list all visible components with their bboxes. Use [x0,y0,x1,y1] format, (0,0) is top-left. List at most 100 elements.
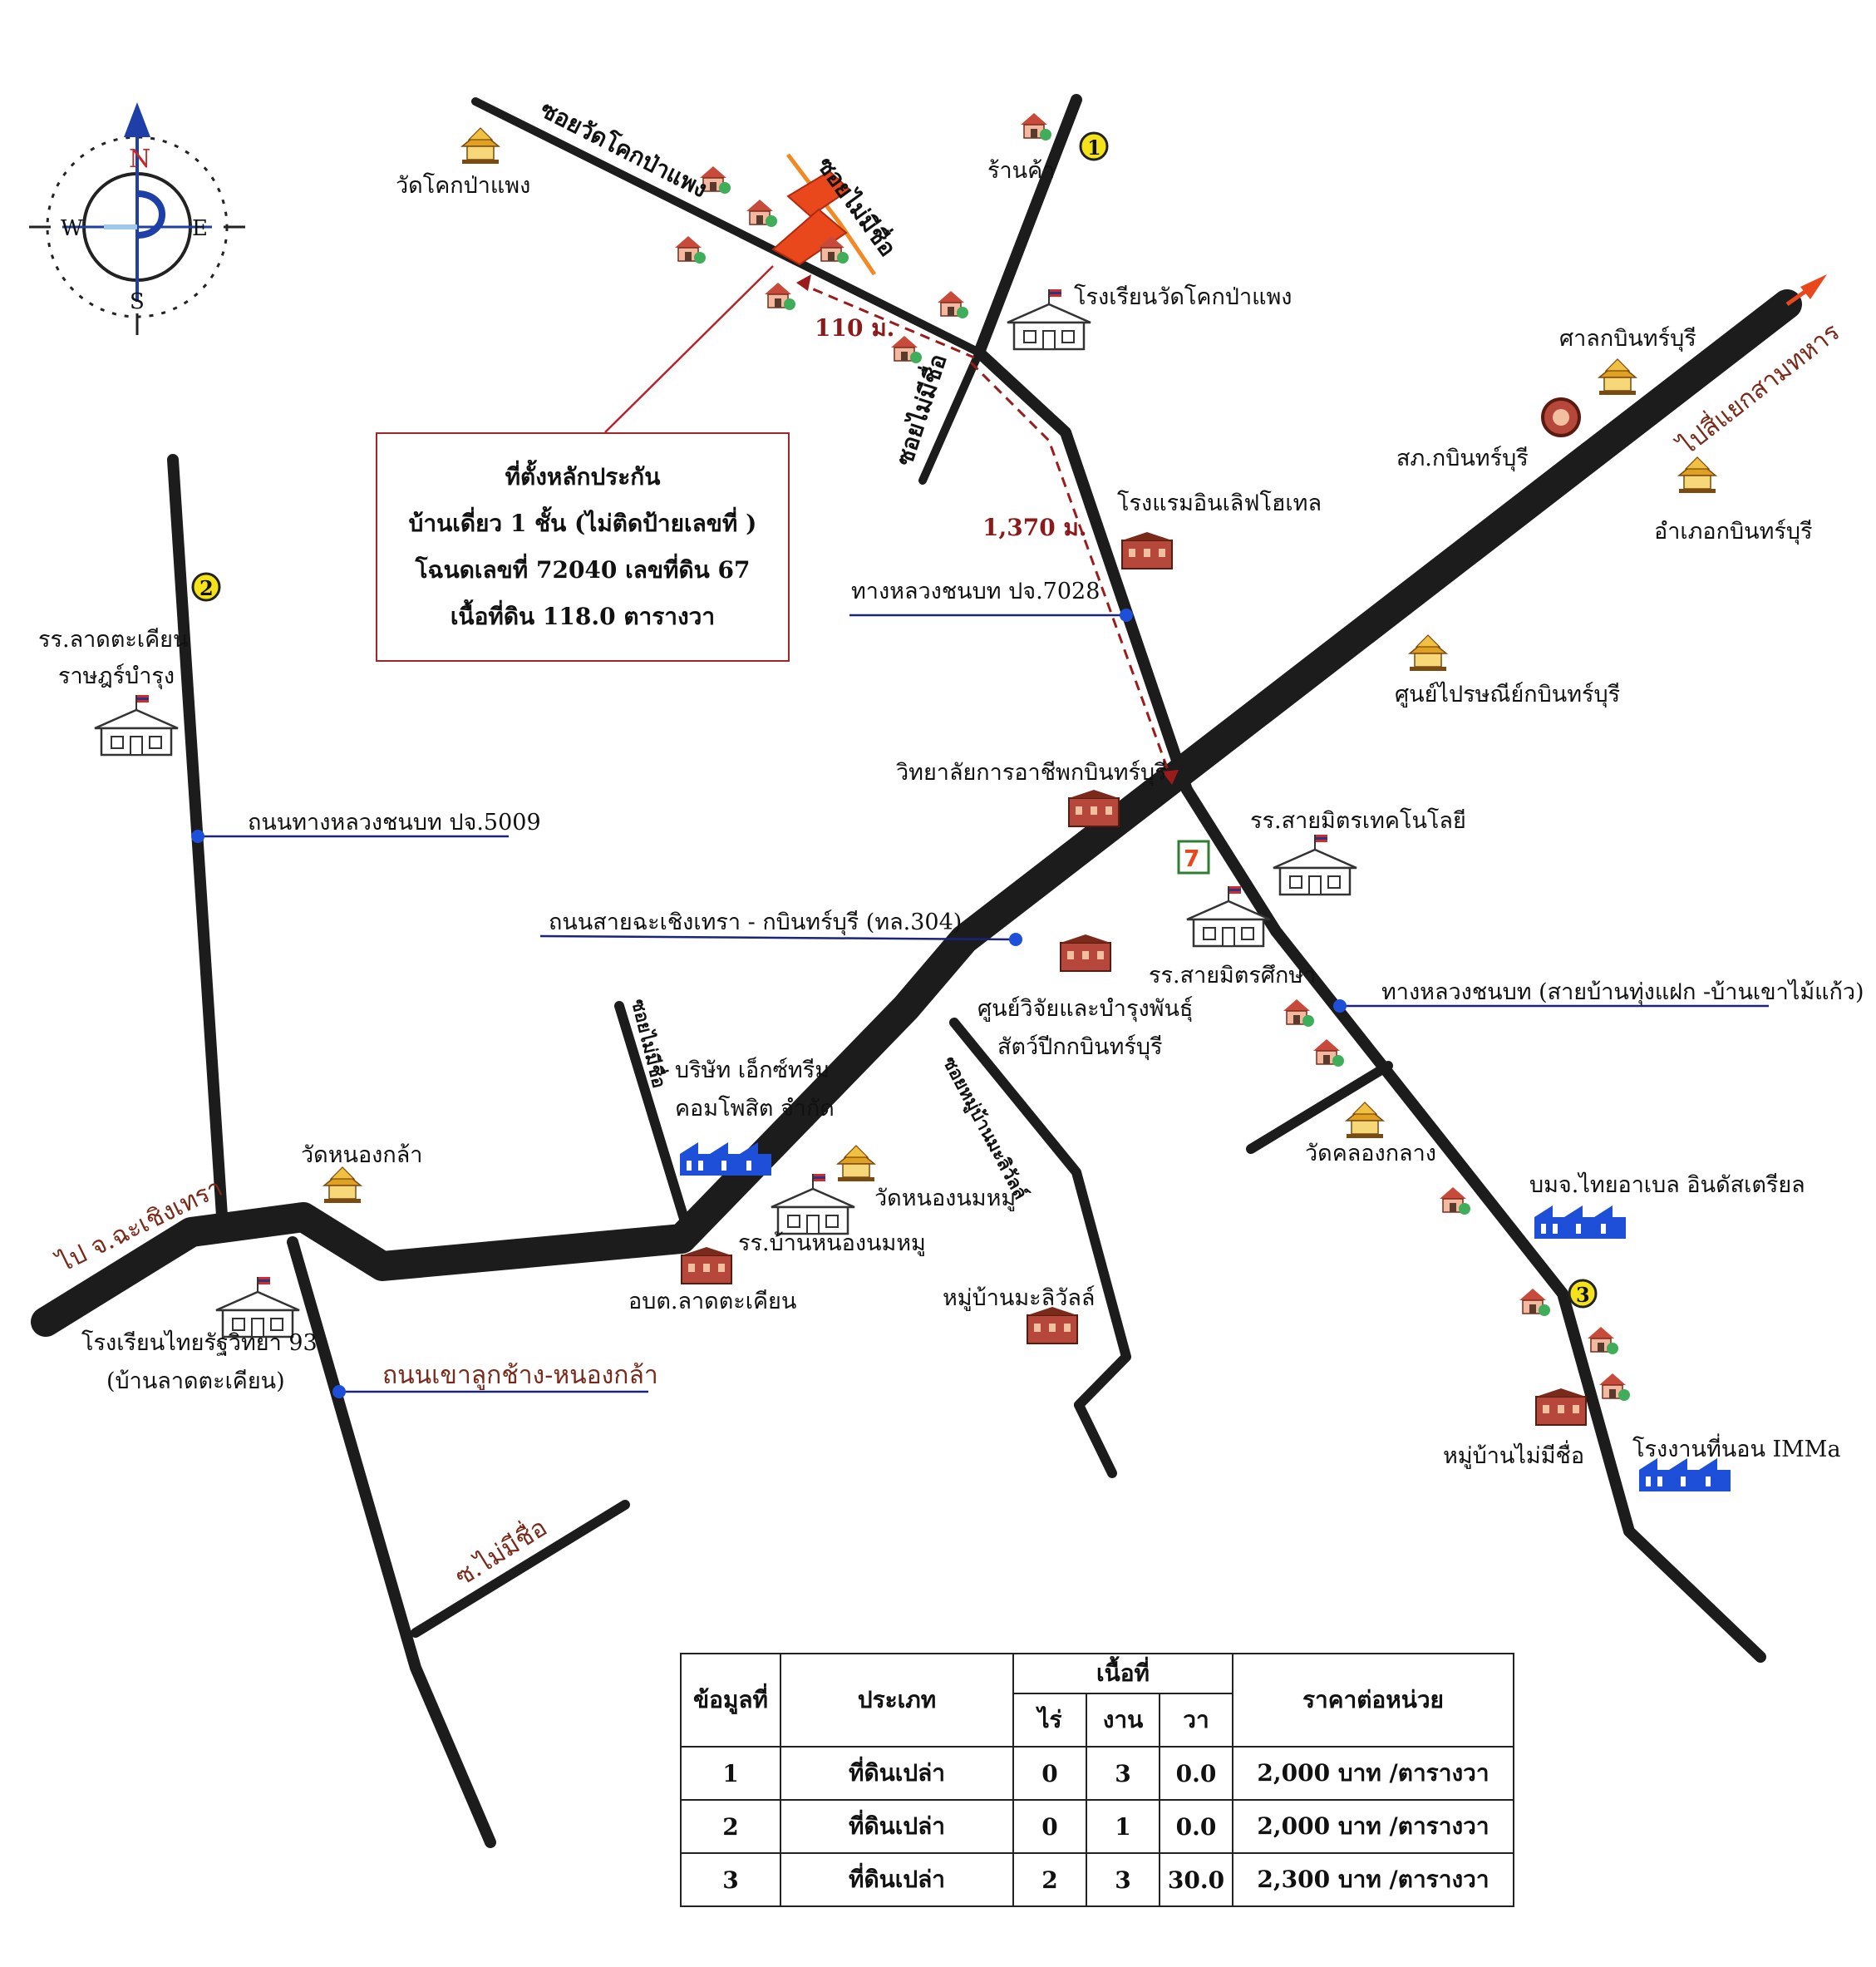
svg-text:1: 1 [1087,136,1101,160]
cell-ngan: 3 [1086,1746,1160,1801]
company-label-1: บริษัท เอ็กซ์ทรีม [675,1055,830,1083]
rural-road-label: ทางหลวงชนบท (สายบ้านทุ่งแฝก -บ้านเขาไม้แ… [1381,979,1864,1006]
road-ban-thung-faek [1181,784,1766,1663]
wat-nong-nom-mu-label: วัดหนองนมหมู [874,1186,1016,1211]
svg-text:7: 7 [1184,845,1199,872]
infobox-line-2: บ้านเดี่ยว 1 ชั้น (ไม่ติดป้ายเลขที่ ) [408,510,757,537]
compass-s: S [130,289,145,314]
factory-icon [680,1142,771,1176]
school-nong-nom-mu-label: รร.บ้านหนองนมหมู [738,1230,926,1256]
wat-khlong-klang-label: วัดคลองกลาง [1305,1141,1436,1166]
house-icon [1020,112,1052,141]
table-row: 3 ที่ดินเปล่า 2 3 30.0 2,300 บาท /ตารางว… [680,1852,1514,1907]
svg-text:3: 3 [1576,1283,1590,1307]
compass-n: N [129,145,150,174]
house-icon [890,335,923,364]
header-type: ประเภท [780,1653,1014,1748]
seven-eleven-icon: 7 [1177,840,1210,875]
research-center-label-1: ศูนย์วิจัยและบำรุงพันธุ์ [977,995,1193,1023]
marker-2: 2 [191,572,221,602]
map-labels: ซอยวัดโคกป่าแพง ซอยไม่มีชื่อ ซอยไม่มีชื่… [38,95,1864,1592]
north-arrow-icon [124,102,150,137]
school-icon [770,1172,856,1235]
village-mali-label: หมู่บ้านมะลิวัลล์ [943,1284,1095,1311]
police-badge-icon [1541,397,1581,437]
temple-icon [1598,358,1637,396]
svg-text:2: 2 [199,576,214,600]
road-to-shop [973,94,1082,358]
marker-3: 3 [1568,1279,1598,1309]
temple-icon [461,127,500,165]
house-icon [674,235,707,264]
post-office-label: ศูนย์ไปรษณีย์กบินทร์บุรี [1395,681,1620,708]
hotel-label: โรงแรมอินเลิฟโฮเทล [1117,491,1322,516]
cell-ngan: 3 [1086,1852,1160,1907]
thai-abel-label: บมจ.ไทยอาเบล อินดัสเตรียล [1529,1172,1805,1198]
subject-plot [786,170,851,218]
school-saimit-suksa-label: รร.สายมิตรศึกษา [1149,963,1316,988]
road-7028 [973,347,1193,796]
collateral-info-box: ที่ตั้งหลักประกัน บ้านเดี่ยว 1 ชั้น (ไม่… [376,432,790,662]
hotel-icon [1121,531,1173,569]
header-price: ราคาต่อหน่วย [1232,1653,1514,1748]
distance-110-label: 110 ม. [815,314,894,342]
road-5009-label: ถนนทางหลวงชนบท ปจ.5009 [248,810,541,836]
building-icon [1027,1306,1078,1344]
school-thai-rat-label-1: โรงเรียนไทยรัฐวิทยา 93 [81,1330,318,1356]
road-5009 [167,454,229,1235]
house-icon [764,282,796,311]
house-icon [937,290,969,319]
wat-khok-label: วัดโคกป่าแพง [396,173,530,199]
header-ngan: งาน [1086,1693,1160,1748]
house-icon [1598,1373,1631,1402]
orange-soi [786,153,877,276]
cell-rai: 0 [1012,1746,1087,1801]
building-icon [1060,934,1111,972]
temple-icon [1409,634,1447,672]
infobox-line-1: ที่ตั้งหลักประกัน [505,463,661,491]
soi-no-name-label-2: ซอยไม่มีชื่อ [887,349,952,469]
roads [31,94,1802,1848]
building-icon [681,1246,732,1284]
distance-1370-label: 1,370 ม. [982,514,1087,541]
distance-path [797,281,1174,782]
plot-pointer-line [604,265,774,433]
temple-icon [1678,456,1716,494]
school-icon [93,693,180,757]
school-ladtakhian-label-1: รร.ลาดตะเคียน [38,627,188,653]
cell-rai: 0 [1012,1799,1087,1854]
table-row: 2 ที่ดินเปล่า 0 1 0.0 2,000 บาท /ตารางวา [680,1799,1514,1854]
house-icon [1439,1186,1471,1215]
soi-no-name-sw-road [411,1500,630,1638]
company-label-2: คอมโพสิต จำกัด [675,1096,835,1122]
compass-rose: N S E W [29,102,245,335]
school-saimit-tech-label: รร.สายมิตรเทคโนโลยี [1250,808,1466,834]
house-icon [746,199,778,228]
infobox-line-3: โฉนดเลขที่ 72040 เลขที่ดิน 67 [415,556,751,584]
house-icon [1587,1326,1619,1355]
cell-price: 2,000 บาท /ตารางวา [1232,1746,1514,1801]
road-304-label: ถนนสายฉะเชิงเทรา - กบินทร์บุรี (ทล.304) [549,909,962,936]
compass-w: W [61,216,83,241]
cell-rai: 2 [1012,1852,1087,1907]
obt-ladtakhian-label: อบต.ลาดตะเคียน [628,1289,796,1314]
soi-mali-village-road [949,1018,1131,1478]
building-icon [1535,1388,1587,1426]
school-wat-khok-label: โรงเรียนวัดโคกป่าแพง [1074,284,1293,310]
shop-label: ร้านค้า [987,158,1055,184]
cell-wa: 30.0 [1159,1852,1233,1907]
cell-type: ที่ดินเปล่า [780,1852,1014,1907]
header-rai: ไร่ [1012,1693,1087,1748]
building-icon [1068,789,1120,827]
temple-icon [837,1145,875,1182]
cell-type: ที่ดินเปล่า [780,1746,1014,1801]
village-no-name-label: หมู่บ้านไม่มีชื่อ [1443,1440,1584,1469]
marker-1: 1 [1079,131,1109,161]
district-office-label: อำเภอกบินทร์บุรี [1654,518,1813,545]
header-no: ข้อมูลที่ [680,1653,781,1748]
factory-icon [1639,1458,1731,1491]
compass-e: E [192,216,208,241]
icons: 7 [93,112,1731,1491]
highway-304-road [31,289,1802,1337]
cell-no: 3 [680,1852,781,1907]
